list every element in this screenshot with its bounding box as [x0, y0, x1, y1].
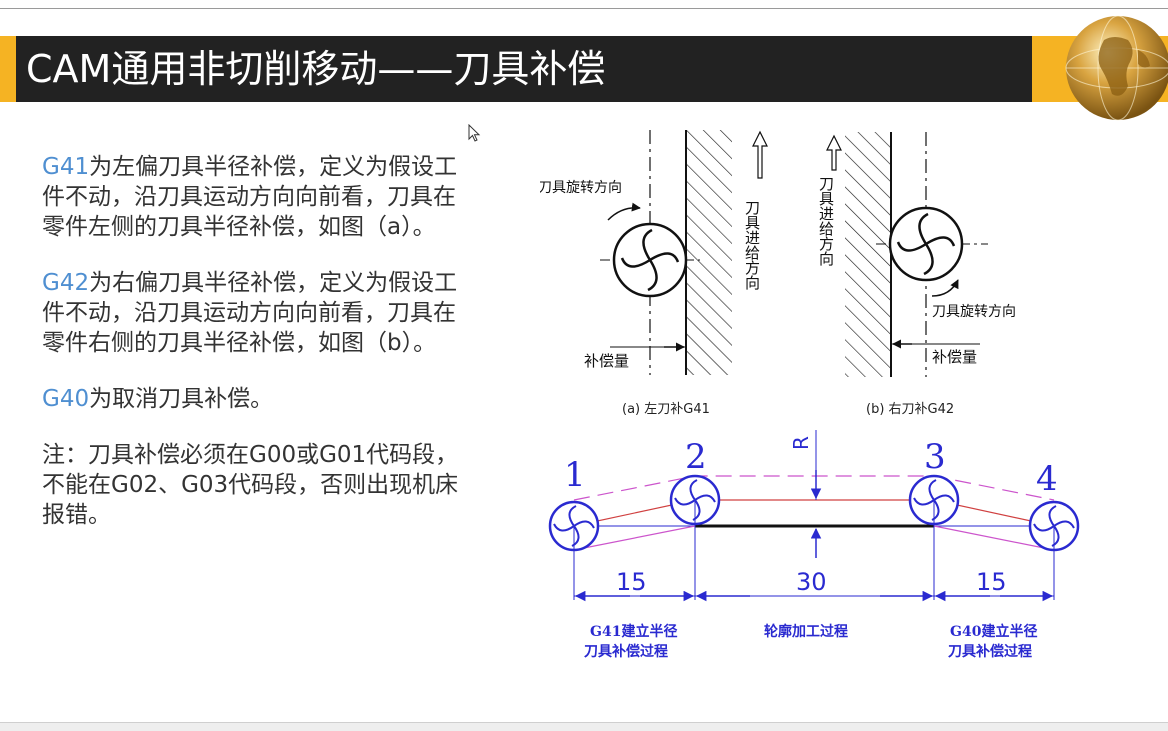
- fig-b-feed-label: 刀具进给方向: [817, 176, 835, 266]
- paragraph-note-text: 注：刀具补偿必须在G00或G01代码段，不能在G02、G03代码段，否则出现机床…: [42, 442, 459, 528]
- title-background: [16, 36, 1032, 102]
- figure-a-left-compensation: 刀具旋转方向 刀具进给方向 补偿量 (a) 左刀补G41: [540, 130, 768, 417]
- stage-1-line1: G41建立半径: [590, 623, 677, 640]
- radius-label: R: [789, 436, 813, 450]
- cutter-4: [1028, 500, 1080, 600]
- code-g42: G42: [42, 270, 90, 296]
- paragraph-g40-text: 为取消刀具补偿。: [89, 386, 274, 412]
- point-4-label: 4: [1036, 459, 1058, 499]
- mouse-cursor-icon: [468, 124, 481, 142]
- dim-15-right: 15: [976, 568, 1007, 596]
- fig-b-caption: (b) 右刀补G42: [866, 402, 954, 417]
- window-top-edge: [0, 0, 1168, 9]
- title-bar: CAM通用非切削移动——刀具补偿: [0, 36, 1168, 102]
- slide-title: CAM通用非切削移动——刀具补偿: [26, 47, 606, 91]
- body-text: G41为左偏刀具半径补偿，定义为假设工件不动，沿刀具运动方向向前看，刀具在零件左…: [42, 152, 462, 556]
- cutter-3: [908, 474, 960, 600]
- window-bottom-edge: [0, 722, 1168, 731]
- dim-15-left: 15: [616, 568, 647, 596]
- dim-30: 30: [796, 568, 827, 596]
- paragraph-note: 注：刀具补偿必须在G00或G01代码段，不能在G02、G03代码段，否则出现机床…: [42, 440, 462, 530]
- stage-3-line2: 刀具补偿过程: [948, 643, 1032, 660]
- stage-2-line1: 轮廓加工过程: [764, 623, 848, 640]
- cutter-2: [669, 474, 721, 600]
- figure-b-right-compensation: 刀具旋转方向 刀具进给方向 补偿量 (b) 右刀补G42: [817, 132, 1016, 417]
- fig-b-rotation-label: 刀具旋转方向: [932, 304, 1016, 320]
- paragraph-g40: G40为取消刀具补偿。: [42, 384, 462, 414]
- fig-a-caption: (a) 左刀补G41: [622, 402, 710, 417]
- stage-1-line2: 刀具补偿过程: [584, 643, 668, 660]
- code-g41: G41: [42, 154, 90, 180]
- point-2-label: 2: [685, 437, 707, 477]
- fig-b-comp-label: 补偿量: [932, 348, 977, 366]
- fig-a-feed-label: 刀具进给方向: [743, 200, 761, 290]
- point-3-label: 3: [924, 437, 946, 477]
- title-accent-left: [0, 36, 16, 102]
- fig-a-rotation-label: 刀具旋转方向: [540, 180, 622, 196]
- globe-icon: [1065, 15, 1168, 121]
- point-1-label: 1: [564, 455, 586, 495]
- paragraph-g42: G42为右偏刀具半径补偿，定义为假设工件不动，沿刀具运动方向向前看，刀具在零件右…: [42, 268, 462, 358]
- fig-a-comp-label: 补偿量: [584, 352, 629, 370]
- paragraph-g42-text: 为右偏刀具半径补偿，定义为假设工件不动，沿刀具运动方向向前看，刀具在零件右侧的刀…: [42, 270, 458, 356]
- cutter-1: [548, 500, 600, 600]
- paragraph-g41-text: 为左偏刀具半径补偿，定义为假设工件不动，沿刀具运动方向向前看，刀具在零件左侧的刀…: [42, 154, 458, 240]
- tool-path-diagram: R 1 2 3 4: [548, 430, 1080, 660]
- cutter-compensation-diagram: 刀具旋转方向 刀具进给方向 补偿量 (a) 左刀补G41 刀具旋转方向 刀具进给…: [540, 130, 1080, 660]
- stage-3-line1: G40建立半径: [950, 623, 1037, 640]
- code-g40: G40: [42, 386, 90, 412]
- paragraph-g41: G41为左偏刀具半径补偿，定义为假设工件不动，沿刀具运动方向向前看，刀具在零件左…: [42, 152, 462, 242]
